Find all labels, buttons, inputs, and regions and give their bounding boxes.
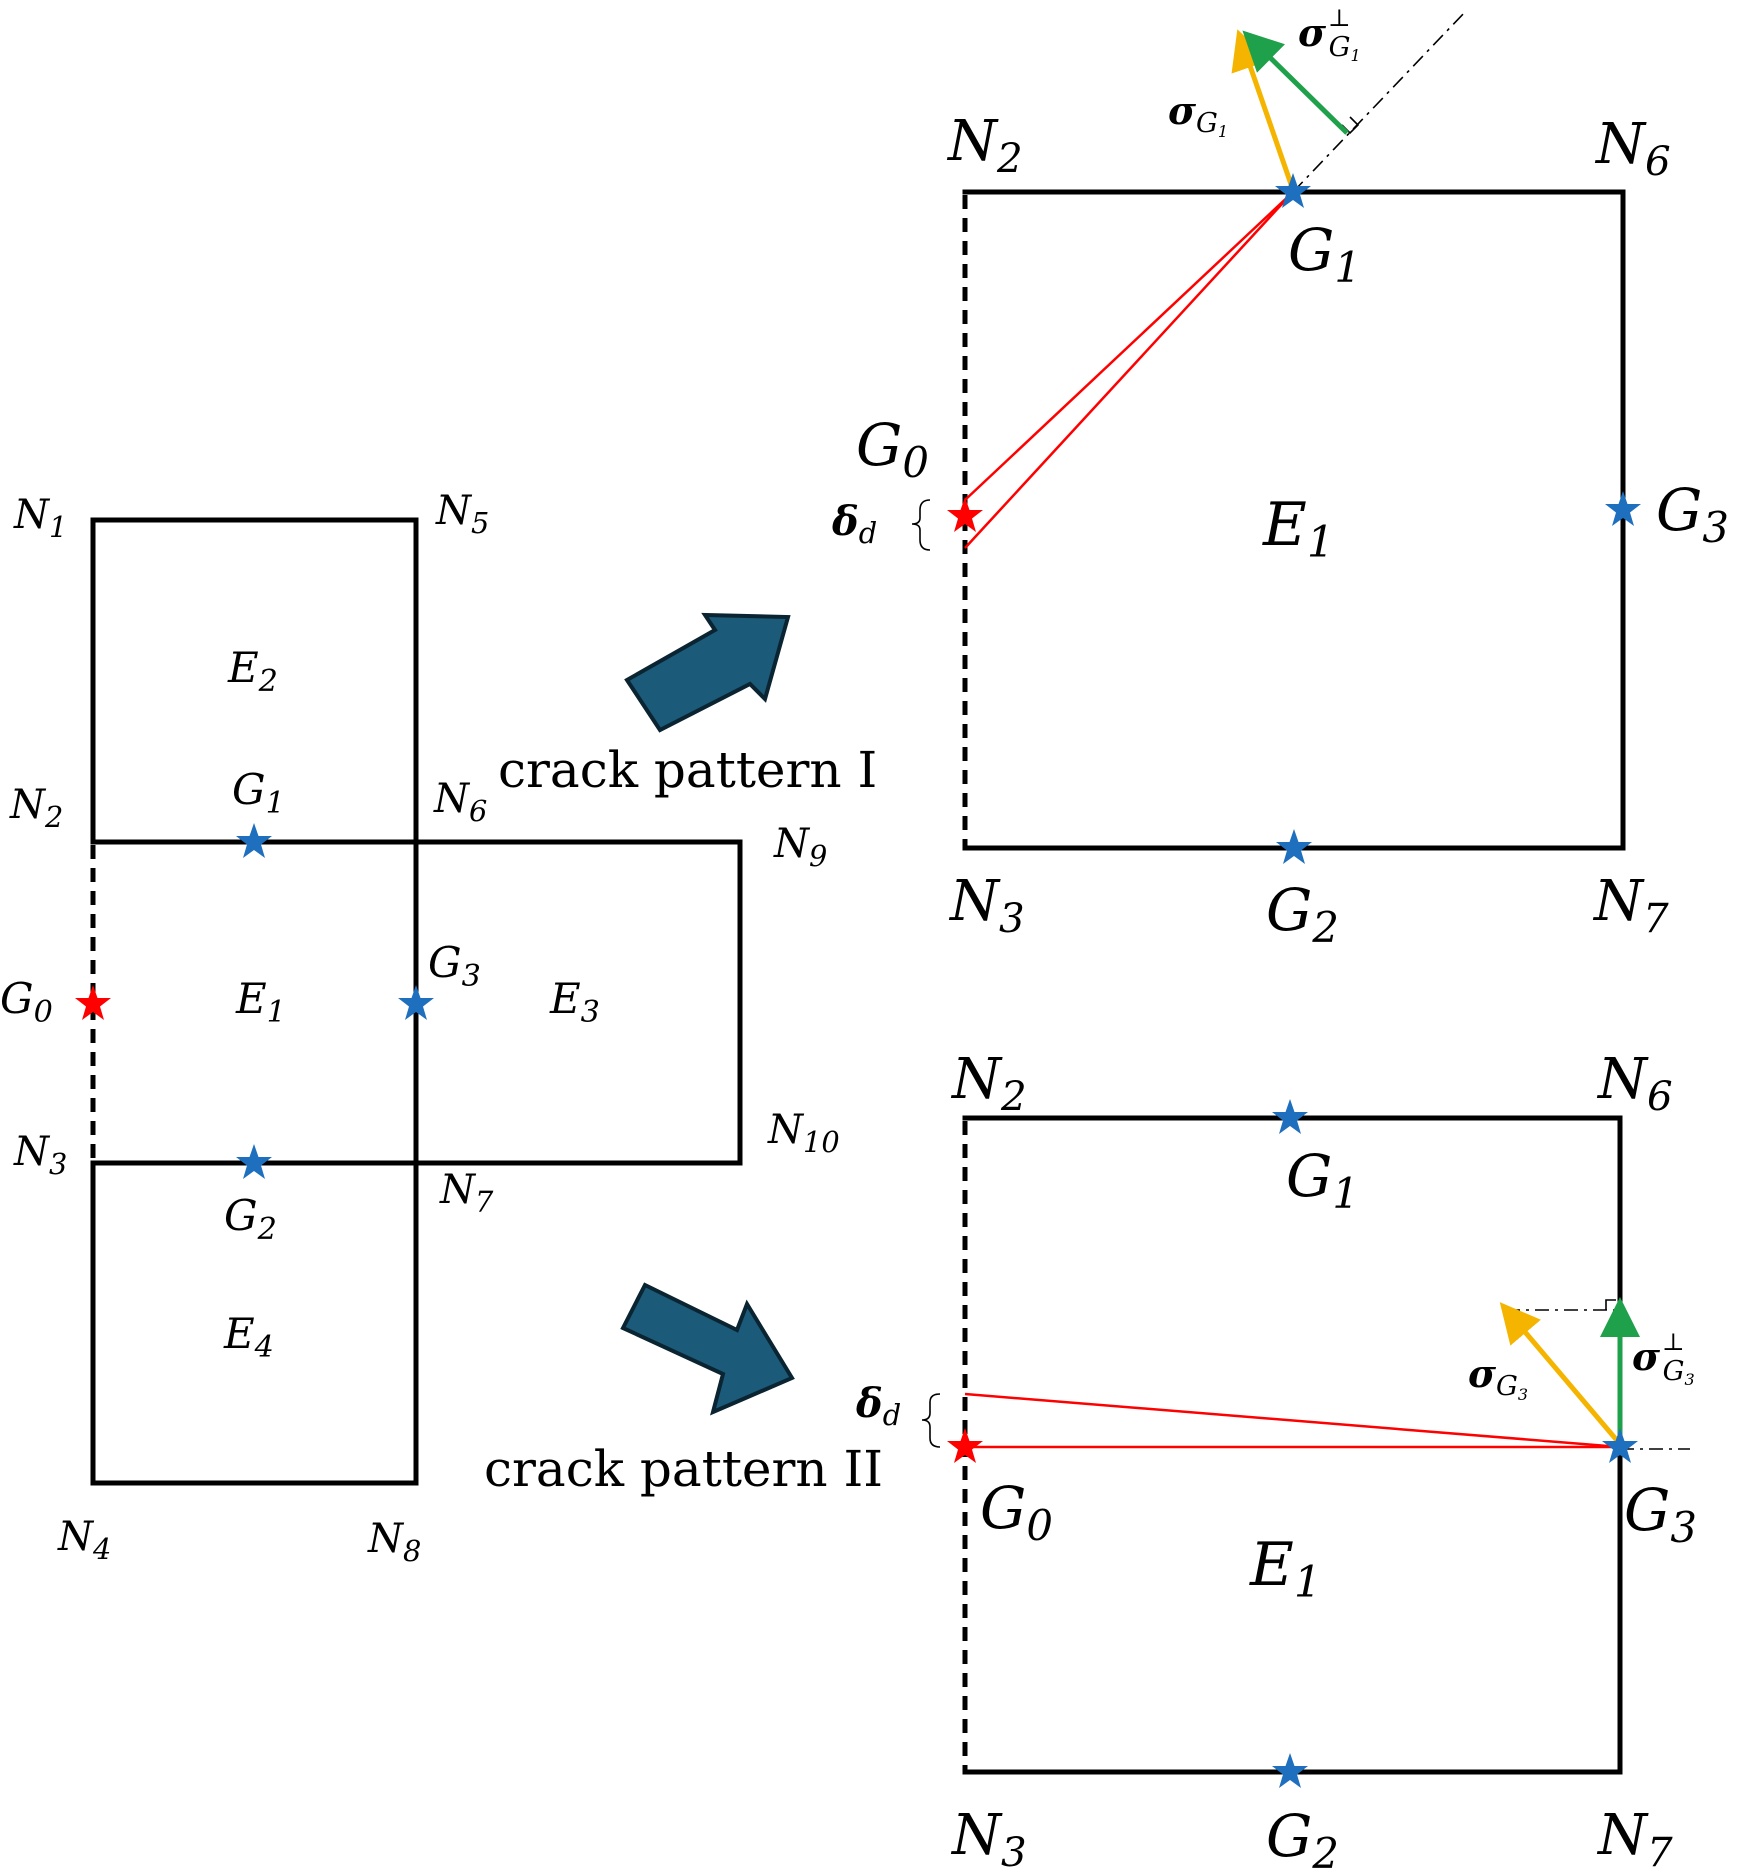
- node-label-n1: N1: [13, 492, 67, 544]
- crack-line-upper: [964, 1392, 1621, 1449]
- gauss-point-g1-star: [1275, 173, 1311, 208]
- point-label-g3: G3: [1624, 1476, 1697, 1552]
- crack-point-g0-star: [947, 1428, 983, 1463]
- sigma-vector: [1231, 29, 1296, 191]
- element-label-e2: E2: [227, 643, 278, 699]
- delta-brace: [921, 1393, 941, 1448]
- node-label-n3: N3: [948, 869, 1025, 942]
- element-edges: [962, 1115, 1623, 1775]
- crack-line-lower: [964, 191, 1294, 549]
- gauss-point-g2-star: [1272, 1753, 1308, 1788]
- crack-line-upper: [964, 191, 1294, 501]
- sigma-perp-label: σ⊥G1: [1298, 4, 1361, 65]
- node-label-n7: N7: [1596, 1803, 1673, 1876]
- node-label-n3: N3: [950, 1803, 1027, 1876]
- gauss-point-g3-star: [1605, 491, 1641, 526]
- point-label-g1: G1: [1288, 216, 1361, 292]
- point-label-g0: G0: [0, 974, 53, 1030]
- arrow-to-pattern-2: [620, 1282, 795, 1416]
- sigma-label: σG3: [1468, 1351, 1528, 1404]
- node-label-n8: N8: [367, 1516, 421, 1568]
- point-label-g2: G2: [224, 1191, 277, 1247]
- element-label-e1: E1: [1262, 490, 1334, 568]
- element-label-e1: E1: [235, 974, 286, 1030]
- point-label-g3: G3: [428, 938, 481, 994]
- gauss-point-g3-star: [1602, 1428, 1638, 1463]
- point-label-g2: G2: [1266, 1802, 1339, 1876]
- gauss-point-g1-star: [1272, 1099, 1308, 1134]
- sigma-vector: [1499, 1302, 1622, 1446]
- sigma-label: σG1: [1168, 88, 1228, 141]
- point-label-g1: G1: [232, 765, 285, 821]
- node-label-n6: N6: [1594, 112, 1671, 185]
- element-e4-edges: [90, 1160, 419, 1486]
- gauss-point-g3-star: [398, 985, 434, 1020]
- node-label-n6: N6: [1596, 1047, 1673, 1120]
- node-label-n2: N2: [950, 1047, 1027, 1120]
- crack-point-g0-star: [947, 497, 983, 532]
- delta-brace: [911, 499, 931, 551]
- element-e2-edges: [90, 517, 419, 845]
- point-label-g0: G0: [980, 1474, 1053, 1550]
- caption-crack-pattern-2: crack pattern II: [484, 1440, 883, 1498]
- sigma-perp-label: σ⊥G3: [1632, 1328, 1695, 1389]
- caption-crack-pattern-1: crack pattern I: [498, 741, 877, 799]
- gauss-point-g2-star: [236, 1144, 272, 1179]
- normal-direction-line: [1292, 11, 1466, 193]
- crack-pattern-1-panel: N2 N6 N3 N7 G1 G2 G3 G0 E1 δd σG1 σ⊥G1: [831, 4, 1729, 952]
- crack-pattern-2-panel: N2 N6 N3 N7 G1 G2 G3 G0 E1 δd σG3 σ⊥G3: [855, 1047, 1697, 1876]
- node-label-n7: N7: [439, 1167, 494, 1219]
- element-label-e4: E4: [223, 1309, 274, 1365]
- element-label-e1: E1: [1249, 1530, 1321, 1608]
- node-label-n3: N3: [13, 1129, 67, 1181]
- crack-point-g0-star: [75, 985, 111, 1020]
- node-label-n4: N4: [57, 1514, 111, 1566]
- node-label-n2: N2: [946, 109, 1023, 182]
- element-label-e3: E3: [549, 974, 600, 1030]
- gauss-point-g1-star: [236, 823, 272, 858]
- gauss-point-g2-star: [1276, 829, 1312, 864]
- delta-d-label: δd: [831, 498, 877, 550]
- node-label-n5: N5: [435, 488, 489, 540]
- arrow-to-pattern-1: [624, 612, 791, 733]
- transition-arrows: crack pattern I crack pattern II: [484, 612, 883, 1498]
- point-label-g3: G3: [1656, 476, 1729, 552]
- node-label-n7: N7: [1592, 869, 1669, 942]
- node-label-n9: N9: [773, 821, 827, 873]
- mesh-panel: N1 N5 N2 N6 N9 N3 N7 N10 N4 N8 E2 E1 E3 …: [0, 488, 840, 1568]
- point-label-g0: G0: [856, 411, 929, 487]
- node-label-n10: N10: [767, 1107, 840, 1159]
- node-label-n6: N6: [433, 776, 487, 828]
- point-label-g1: G1: [1286, 1142, 1359, 1218]
- sigma-perp-vector: [1242, 30, 1349, 135]
- right-angle-marker: [1605, 1299, 1616, 1310]
- point-label-g2: G2: [1266, 876, 1339, 952]
- delta-d-label: δd: [855, 1380, 901, 1432]
- node-label-n2: N2: [9, 782, 63, 834]
